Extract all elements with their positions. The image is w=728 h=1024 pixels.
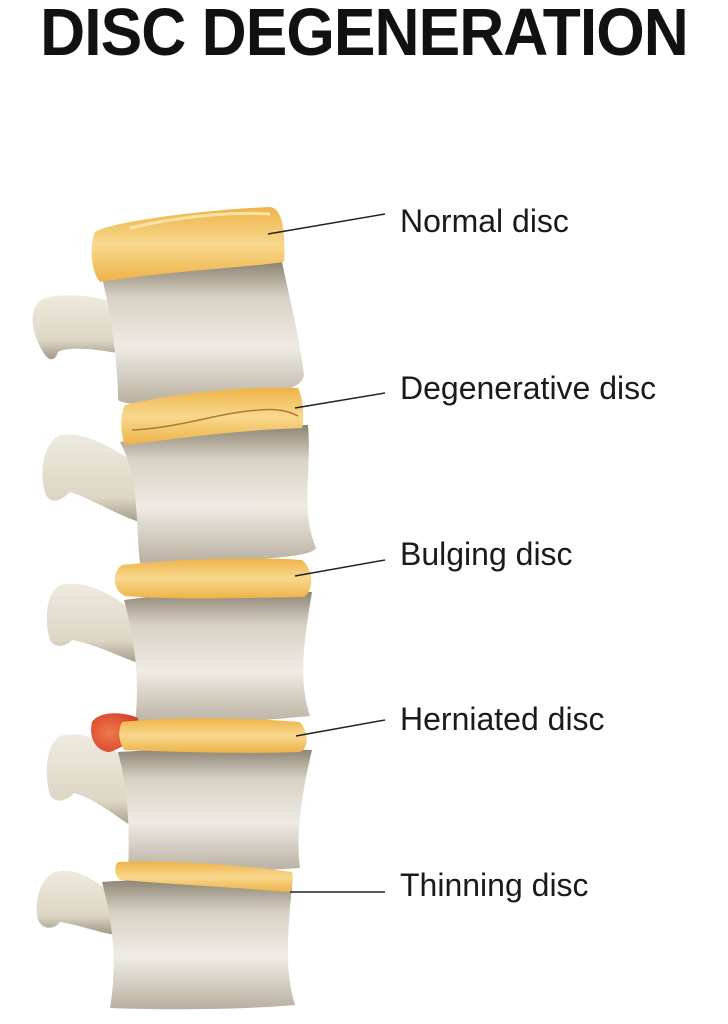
disc-thinning: [115, 861, 293, 892]
leader-bulging: [294, 559, 386, 577]
label-degenerative-disc: Degenerative disc: [400, 370, 657, 406]
process-3: [46, 583, 146, 665]
label-thinning-disc: Thinning disc: [400, 867, 589, 903]
process-4: [46, 734, 141, 830]
disc-herniated: [119, 718, 307, 753]
label-herniated-disc: Herniated disc: [400, 701, 605, 737]
disc-degenerative: [121, 387, 304, 445]
vertebra-5: [102, 879, 295, 1010]
diagram-title: DISC DEGENERATION: [40, 0, 689, 70]
leader-herniated: [295, 719, 386, 737]
leader-degenerative: [294, 392, 386, 409]
process-5: [36, 870, 120, 935]
disc-bulging: [114, 558, 312, 599]
vertebra-4: [118, 748, 312, 872]
process-2: [42, 434, 150, 525]
vertebra-3: [124, 591, 312, 725]
vertebra-2: [120, 425, 316, 563]
label-normal-disc: Normal disc: [400, 203, 569, 239]
label-bulging-disc: Bulging disc: [400, 536, 573, 572]
leader-normal: [267, 213, 386, 235]
vertebra-1: [102, 262, 304, 404]
leader-lines: [267, 213, 386, 893]
